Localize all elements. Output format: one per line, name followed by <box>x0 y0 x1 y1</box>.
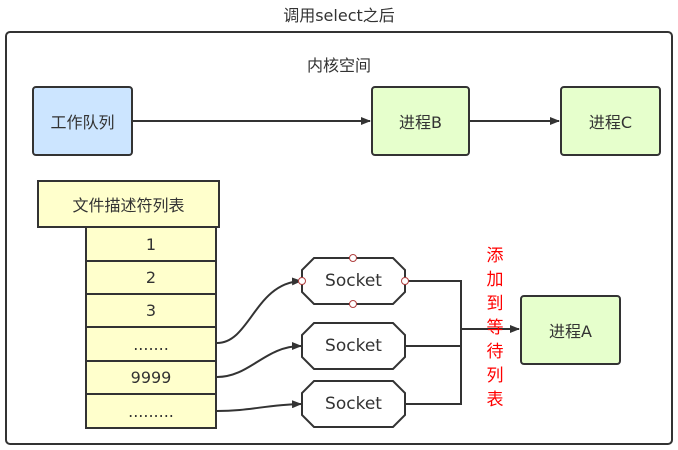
handle-right[interactable] <box>401 277 409 285</box>
line-socket-1-join <box>406 280 462 405</box>
handle-top[interactable] <box>349 254 357 262</box>
socket-3[interactable]: Socket <box>302 381 405 427</box>
process-a-node[interactable]: 进程A <box>520 295 621 365</box>
process-b-node[interactable]: 进程B <box>371 86 470 156</box>
annotation-char: 加 <box>486 270 504 290</box>
fd-row-value: ......... <box>128 401 174 421</box>
arrow-fd-to-socket-1 <box>216 277 302 344</box>
fd-row-value: 2 <box>145 268 157 287</box>
fd-table-header[interactable]: 文件描述符列表 <box>37 180 220 228</box>
process-c-node[interactable]: 进程C <box>560 86 661 156</box>
process-b-label: 进程B <box>399 113 442 132</box>
process-a-label: 进程A <box>549 322 592 341</box>
arrow-fd-to-socket-2 <box>216 342 302 378</box>
fd-row-value: ....... <box>133 334 169 354</box>
fd-row[interactable]: 1 <box>85 226 217 262</box>
fd-row-value: 1 <box>145 234 157 254</box>
socket-label: Socket <box>325 271 382 291</box>
annotation-char: 表 <box>486 390 504 410</box>
fd-row[interactable]: ......... <box>85 393 217 429</box>
diagram-title: 调用select之后 <box>283 6 395 25</box>
fd-row-value: 3 <box>145 301 157 320</box>
annotation-char: 等 <box>486 318 504 338</box>
handle-left[interactable] <box>298 277 306 285</box>
handle-bottom[interactable] <box>349 300 357 308</box>
annotation-char: 到 <box>486 294 504 314</box>
kernel-space-label: 内核空间 <box>306 56 371 75</box>
fd-table-header-label: 文件描述符列表 <box>72 196 185 215</box>
annotation-char: 待 <box>486 342 504 362</box>
fd-row[interactable]: 2 <box>85 260 217 295</box>
annotation-char: 列 <box>486 366 504 386</box>
arrow-fd-to-socket-3 <box>216 400 302 412</box>
fd-row-value: 9999 <box>130 368 172 387</box>
socket-label: Socket <box>325 336 382 356</box>
socket-2[interactable]: Socket <box>302 323 405 369</box>
process-c-label: 进程C <box>588 113 633 132</box>
socket-label: Socket <box>325 394 382 414</box>
socket-shape-2 <box>301 322 406 370</box>
socket-1[interactable]: Socket <box>302 258 405 304</box>
wait-queue-annotation: 添 加 到 等 待 列 表 <box>484 244 506 412</box>
work-queue-label: 工作队列 <box>50 113 115 132</box>
work-queue-node[interactable]: 工作队列 <box>32 86 133 156</box>
fd-row[interactable]: 9999 <box>85 360 217 395</box>
socket-shape-3 <box>301 380 406 428</box>
fd-row[interactable]: 3 <box>85 293 217 328</box>
fd-row[interactable]: ....... <box>85 326 217 362</box>
outer-frame <box>5 31 673 445</box>
annotation-char: 添 <box>486 246 504 266</box>
